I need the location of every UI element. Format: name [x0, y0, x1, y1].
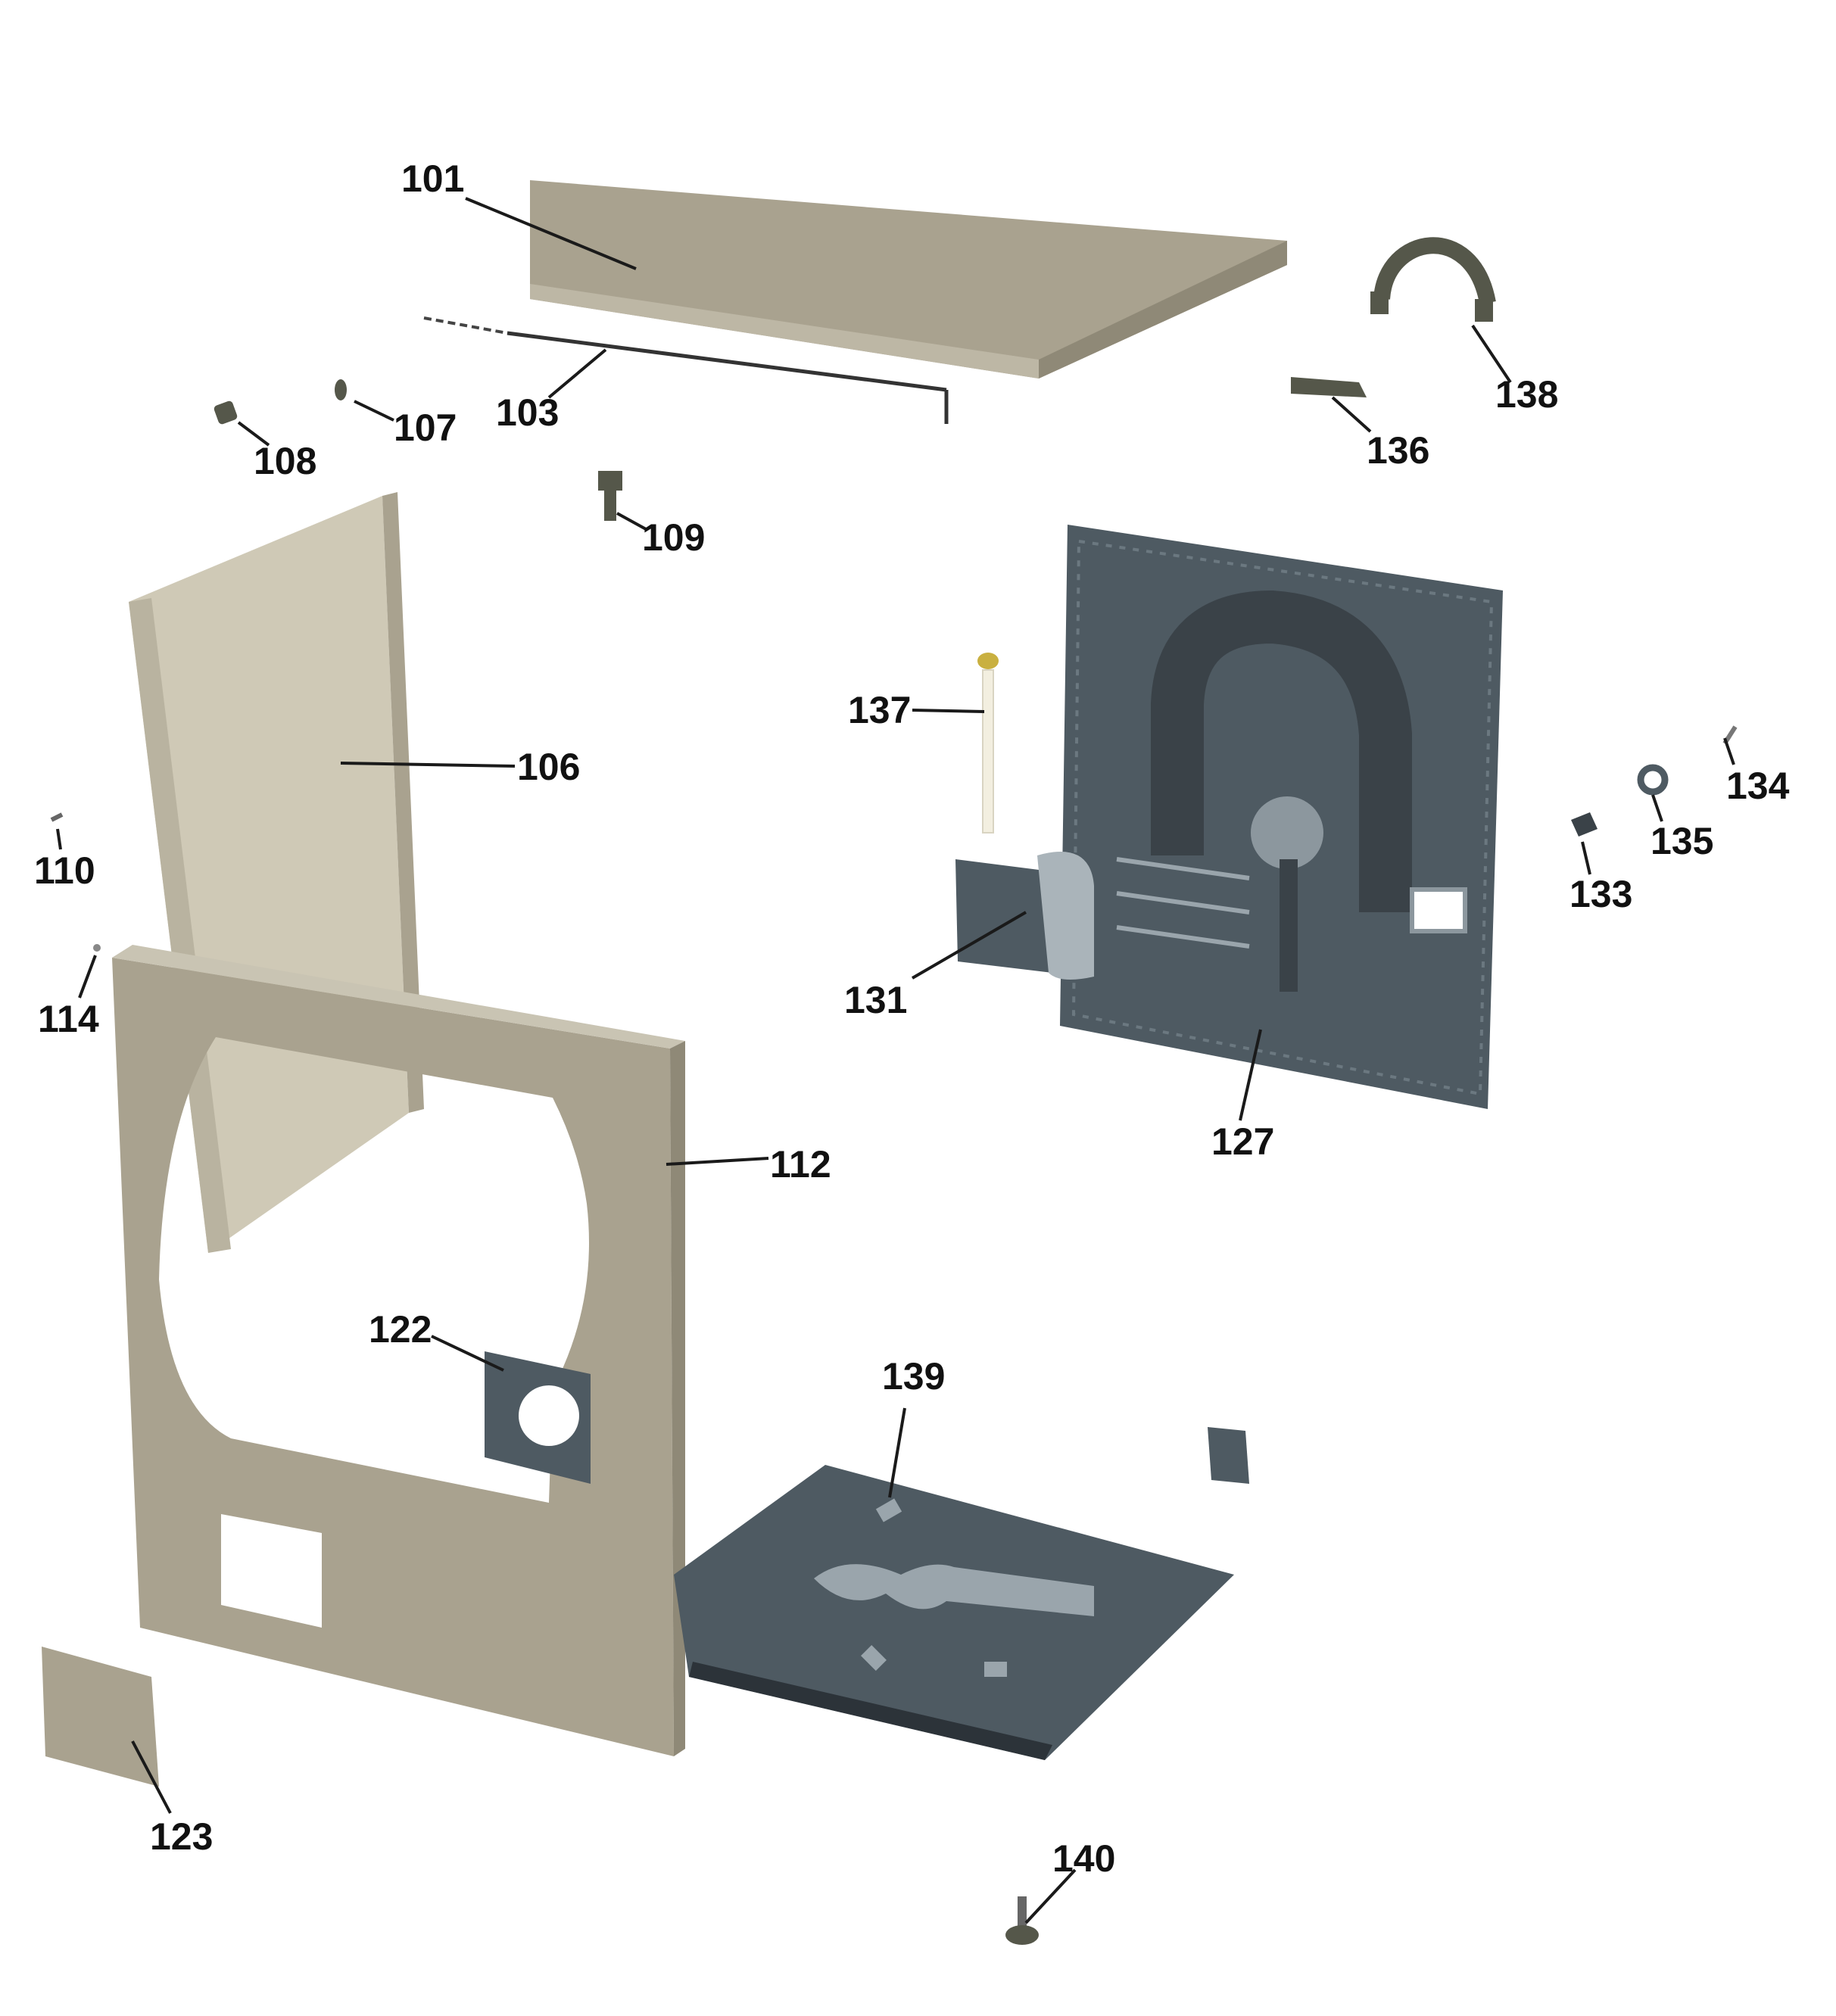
- part-109-bracket: [598, 471, 622, 521]
- callout-134: 134: [1726, 765, 1790, 807]
- part-136-bracket: [1291, 377, 1367, 397]
- callout-122: 122: [369, 1308, 432, 1351]
- callout-112: 112: [770, 1143, 831, 1186]
- part-131-duct-bracket: [955, 852, 1094, 980]
- callout-108: 108: [254, 440, 316, 482]
- part-114-pin: [93, 944, 101, 952]
- part-133-clip: [1571, 812, 1598, 837]
- callout-103: 103: [496, 391, 559, 434]
- part-103-rod: [423, 316, 949, 424]
- callout-110: 110: [34, 849, 95, 892]
- callout-123: 123: [150, 1815, 213, 1858]
- callout-135: 135: [1651, 820, 1713, 862]
- part-122-bracket: [485, 1351, 591, 1484]
- callout-127: 127: [1211, 1120, 1274, 1163]
- callout-labels: 101 103 106 107 108 109 110 112 114 122 …: [34, 157, 1790, 1880]
- part-101-top-panel: [530, 180, 1287, 379]
- part-137-sensor: [977, 653, 999, 834]
- callout-138: 138: [1495, 373, 1558, 416]
- callout-114: 114: [38, 998, 99, 1040]
- callout-137: 137: [848, 689, 911, 731]
- callout-133: 133: [1569, 873, 1632, 915]
- part-139-base-plate: [674, 1465, 1234, 1760]
- part-108-fastener: [214, 400, 238, 425]
- callout-140: 140: [1052, 1837, 1115, 1880]
- base-side-bracket: [1208, 1427, 1249, 1484]
- leader-lines: [56, 197, 1735, 1924]
- part-123-cover: [42, 1647, 159, 1787]
- part-127-back-panel: [1060, 525, 1503, 1109]
- callout-109: 109: [642, 516, 705, 559]
- callout-106: 106: [517, 746, 580, 788]
- callout-136: 136: [1367, 429, 1429, 472]
- part-140-leveling-foot: [1005, 1896, 1039, 1945]
- part-138-hose-hook: [1373, 237, 1496, 305]
- part-110-screw: [50, 812, 64, 822]
- callout-101: 101: [401, 157, 464, 200]
- callout-139: 139: [882, 1355, 945, 1397]
- callout-107: 107: [394, 407, 457, 449]
- part-135-grommet: [1637, 764, 1669, 796]
- part-112-front-panel: [112, 945, 685, 1756]
- callout-131: 131: [844, 979, 907, 1021]
- part-107-clip: [335, 379, 347, 400]
